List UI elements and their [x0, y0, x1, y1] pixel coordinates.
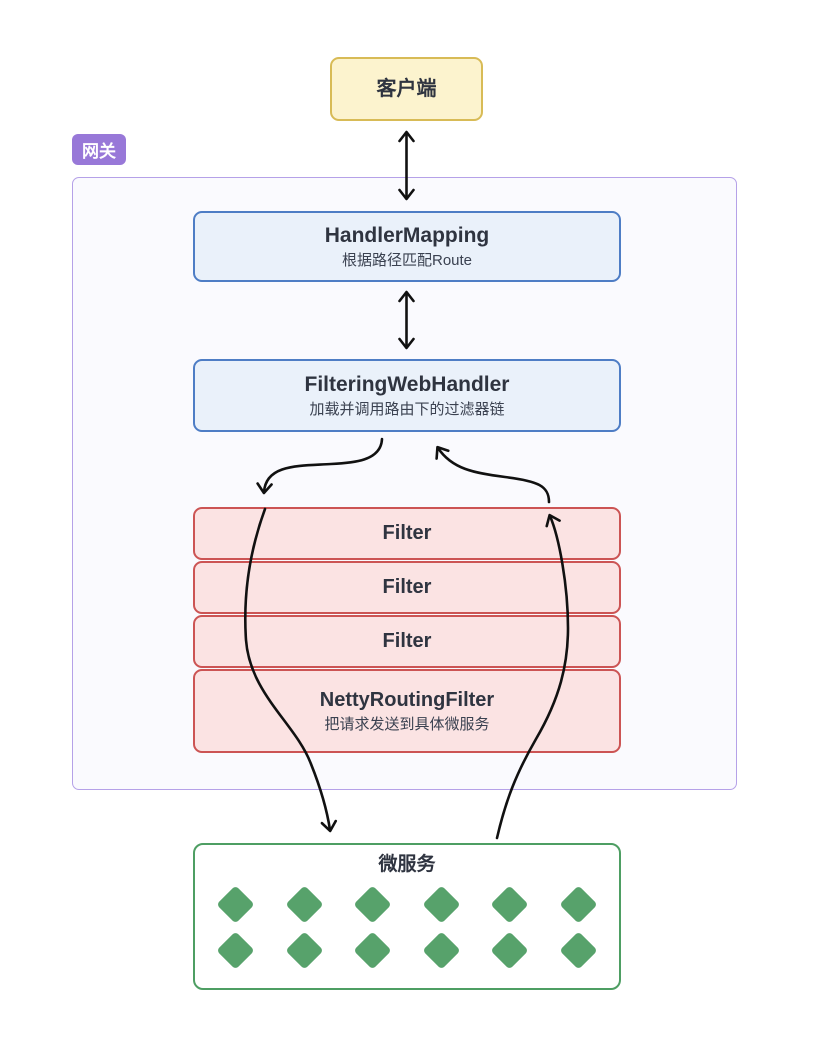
microservice-instance-diamond-icon: [216, 885, 255, 924]
microservice-instance-diamond-icon: [490, 931, 529, 970]
handler-mapping-node: HandlerMapping 根据路径匹配Route: [193, 211, 621, 282]
microservice-instance-diamond-icon: [559, 885, 598, 924]
netty-routing-filter-title: NettyRoutingFilter: [319, 688, 495, 711]
microservice-instance-diamond-icon: [422, 931, 461, 970]
gateway-badge: 网关: [72, 134, 126, 165]
microservice-instance-diamond-icon: [422, 885, 461, 924]
filter-2-title: Filter: [382, 576, 432, 598]
handler-mapping-title: HandlerMapping: [324, 223, 490, 247]
filter-node-2: Filter: [193, 561, 621, 614]
netty-routing-filter-node: NettyRoutingFilter 把请求发送到具体微服务: [193, 669, 621, 753]
microservice-instance-diamond-icon: [353, 885, 392, 924]
microservice-instances-grid: [195, 877, 619, 970]
handler-mapping-subtitle: 根据路径匹配Route: [341, 251, 473, 269]
filter-1-title: Filter: [382, 522, 432, 544]
microservice-instance-diamond-icon: [353, 931, 392, 970]
microservice-instance-diamond-icon: [490, 885, 529, 924]
microservice-instances-row: [216, 931, 598, 970]
filter-node-3: Filter: [193, 615, 621, 668]
filter-3-title: Filter: [382, 630, 432, 652]
microservice-instance-diamond-icon: [216, 931, 255, 970]
microservice-instances-row: [216, 885, 598, 924]
microservices-node: 微服务: [193, 843, 621, 990]
microservice-instance-diamond-icon: [285, 885, 324, 924]
microservice-instance-diamond-icon: [285, 931, 324, 970]
client-label: 客户端: [376, 77, 437, 100]
microservice-instance-diamond-icon: [559, 931, 598, 970]
filter-node-1: Filter: [193, 507, 621, 560]
microservices-title: 微服务: [378, 854, 436, 875]
filtering-web-handler-title: FilteringWebHandler: [304, 372, 510, 396]
filtering-web-handler-subtitle: 加载并调用路由下的过滤器链: [309, 400, 505, 418]
client-node: 客户端: [330, 57, 483, 121]
filtering-web-handler-node: FilteringWebHandler 加载并调用路由下的过滤器链: [193, 359, 621, 432]
netty-routing-filter-subtitle: 把请求发送到具体微服务: [324, 715, 490, 733]
